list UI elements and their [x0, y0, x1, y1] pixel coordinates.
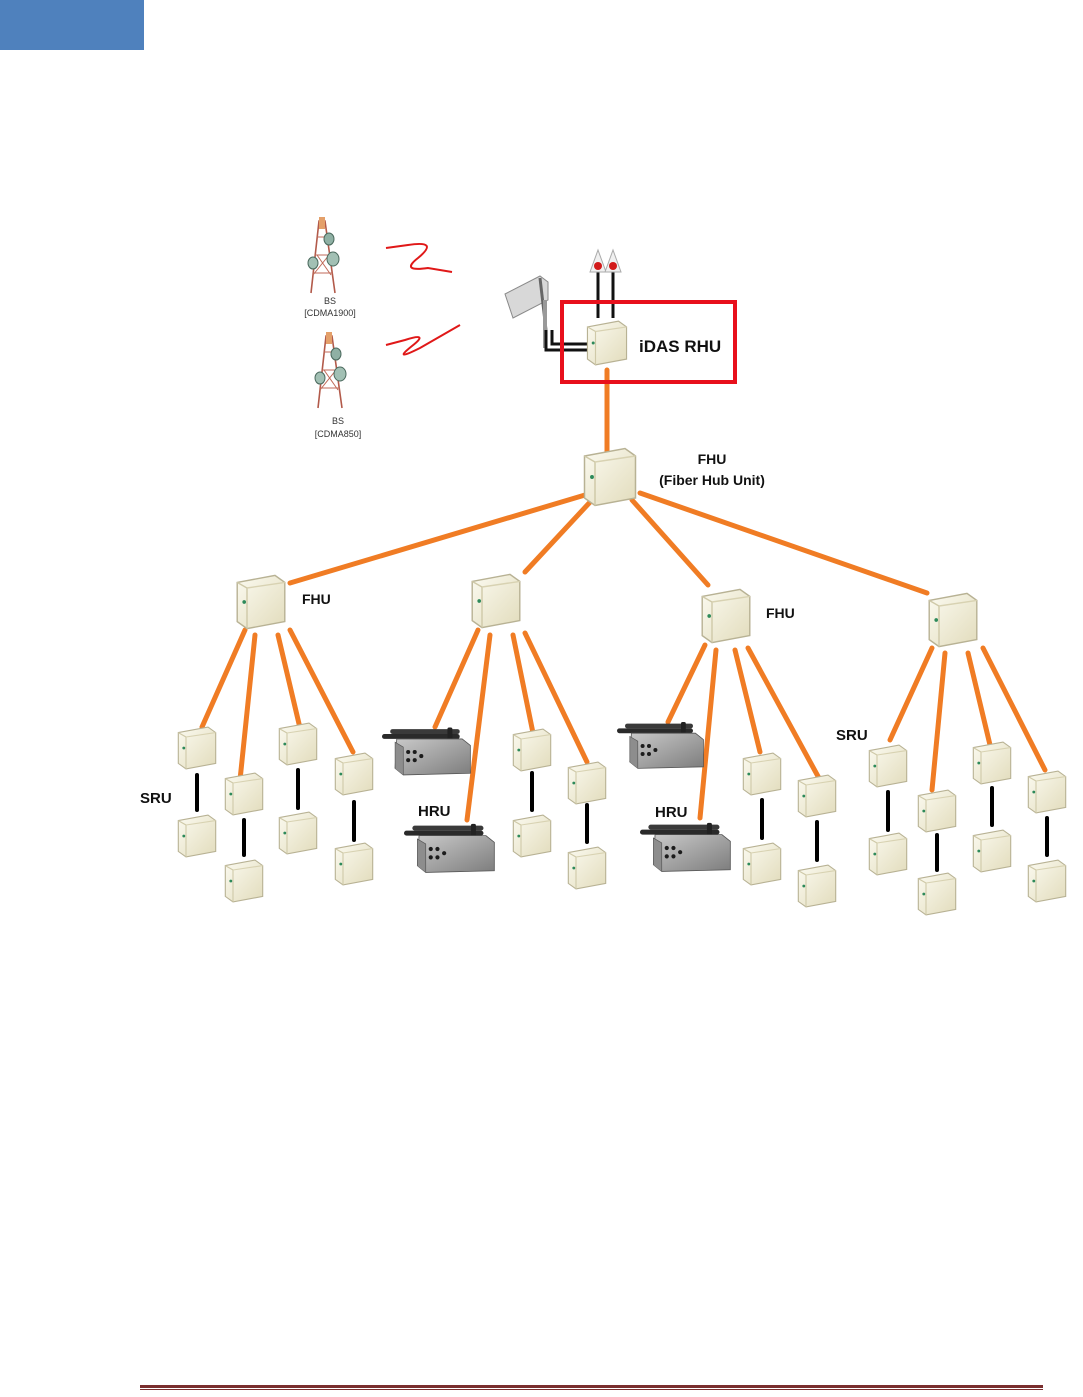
tower-icon: [315, 332, 346, 408]
antenna-led: [609, 262, 617, 270]
fhu4-branch: [932, 653, 945, 790]
fhu-unit-icon: [237, 575, 285, 628]
rf-signal-icon: [386, 244, 452, 272]
sru-unit-icon: [335, 753, 372, 795]
sru-unit-icon: [279, 723, 316, 765]
sru-group-4: [869, 742, 1065, 915]
sru-unit-icon: [869, 745, 906, 787]
fhu-right-label: FHU: [766, 605, 795, 621]
sru-right-label: SRU: [836, 727, 868, 744]
sru-unit-icon: [178, 815, 215, 857]
fhu2-branch: [435, 630, 478, 727]
unit-group-2: [382, 727, 606, 888]
sru-unit-icon: [798, 865, 835, 907]
hru-unit-icon: [617, 722, 703, 768]
sru-unit-icon: [178, 727, 215, 769]
base-station-cdma850: BS [CDMA850]: [315, 332, 362, 439]
sru-unit-icon: [869, 833, 906, 875]
fhu3-branch: [668, 645, 705, 722]
sru-unit-icon: [513, 815, 550, 857]
donor-antenna-assembly: [505, 250, 627, 365]
fhu1-branch: [240, 635, 255, 780]
sru-unit-icon: [973, 830, 1010, 872]
sru-unit-icon: [1028, 771, 1065, 813]
sru-unit-icon: [225, 860, 262, 902]
fhu-unit-icon: [929, 593, 977, 646]
sru-unit-icon: [335, 843, 372, 885]
rf-signal-arrows: [386, 244, 460, 355]
hub-sublabel: (Fiber Hub Unit): [659, 472, 765, 488]
hub-label: FHU: [698, 451, 727, 467]
antenna-led: [594, 262, 602, 270]
bs1-label: BS: [324, 296, 336, 306]
rf-signal-icon: [386, 325, 460, 355]
bs2-label: BS: [332, 416, 344, 426]
sru-left-label: SRU: [140, 790, 172, 807]
sru-unit-icon: [279, 812, 316, 854]
sru-unit-icon: [1028, 860, 1065, 902]
rhu-unit-icon: [587, 321, 626, 365]
sru-group-1: [178, 723, 372, 902]
tower-icon: [308, 217, 339, 293]
hru-unit-icon: [404, 824, 494, 873]
sru-unit-icon: [973, 742, 1010, 784]
hub-to-fhu1-link: [290, 495, 585, 583]
base-station-cdma1900: BS [CDMA1900]: [304, 217, 356, 318]
sru-unit-icon: [568, 762, 605, 804]
footer-rule: [140, 1385, 1043, 1388]
sru-unit-icon: [743, 843, 780, 885]
fhu4-branch: [890, 648, 932, 740]
sru-unit-icon: [798, 775, 835, 817]
fhu4-branch: [968, 653, 990, 745]
fhu1-branch: [278, 635, 300, 728]
sru-unit-icon: [513, 729, 550, 771]
hru-left-label: HRU: [418, 803, 451, 820]
sru-unit-icon: [743, 753, 780, 795]
hru-unit-icon: [382, 727, 470, 774]
sru-unit-icon: [918, 790, 955, 832]
hub-fhu-unit-icon: [585, 449, 636, 506]
rhu-label: iDAS RHU: [639, 337, 721, 356]
fhu1-branch: [202, 630, 245, 727]
sru-unit-icon: [918, 873, 955, 915]
fhu-unit-icon: [702, 589, 750, 642]
fhu2-branch: [467, 635, 490, 820]
fhu2-branch: [513, 635, 533, 733]
footer-rule-thin: [140, 1389, 1043, 1390]
fhu-unit-icon: [472, 574, 520, 627]
sru-unit-icon: [225, 773, 262, 815]
fhu3-branch: [700, 650, 716, 818]
hru-unit-icon: [640, 823, 730, 872]
hru-right-label: HRU: [655, 804, 688, 821]
hub-to-fhu4-link: [640, 493, 927, 593]
fhu-left-label: FHU: [302, 591, 331, 607]
rhu-cable: [552, 330, 590, 344]
bs2-band: [CDMA850]: [315, 429, 362, 439]
sru-unit-icon: [568, 847, 605, 889]
bs1-band: [CDMA1900]: [304, 308, 356, 318]
